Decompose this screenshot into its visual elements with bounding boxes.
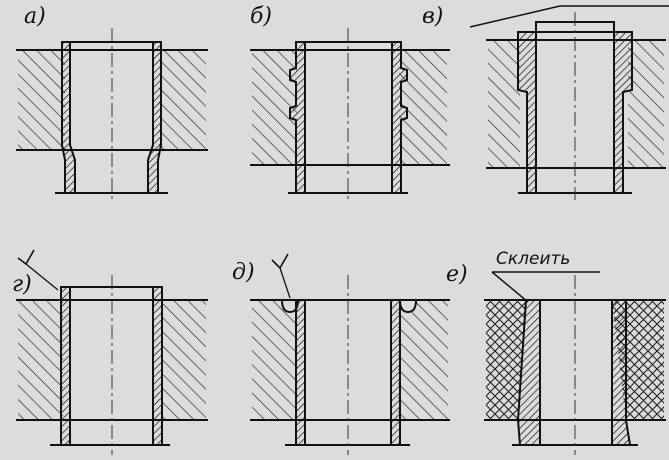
housing-right-g (161, 300, 206, 420)
figure-e (484, 271, 666, 455)
label-figure-v: в) (422, 4, 444, 29)
figure-b (250, 28, 450, 200)
housing-left-e (486, 300, 526, 420)
housing-right-v (628, 40, 664, 168)
bushing-wall-right-d (390, 299, 401, 446)
label-figure-d: д) (232, 260, 255, 285)
bushing-wall-right-g (152, 286, 163, 446)
figure-v (469, 5, 669, 200)
bushing-wall-left-d (295, 299, 306, 446)
housing-right-d (398, 300, 448, 420)
glue-leader-line (491, 271, 529, 303)
bushing-wall-left-a (61, 41, 76, 194)
figure-d (250, 253, 450, 455)
roughness-mark-g (17, 249, 59, 291)
bushing-wall-right-e (611, 299, 632, 446)
bushing-wall-left-g (60, 286, 71, 446)
label-figure-a: а) (24, 4, 46, 29)
housing-right-a (159, 50, 206, 150)
housing-left-a (18, 50, 65, 150)
housing-left-g (18, 300, 63, 420)
label-figure-g: г) (12, 272, 32, 297)
housing-left-d (252, 300, 298, 420)
housing-left-v (488, 40, 520, 168)
label-figure-e: е) (446, 262, 468, 287)
figure-a (16, 28, 208, 200)
roughness-mark-d (271, 253, 291, 299)
glue-annotation: Склеить (496, 249, 571, 269)
bushing-wall-right-a (147, 41, 162, 194)
label-figure-b: б) (250, 4, 273, 29)
figure-g (16, 249, 208, 455)
leader-line-v (469, 5, 561, 28)
groove-right-d (399, 299, 417, 314)
